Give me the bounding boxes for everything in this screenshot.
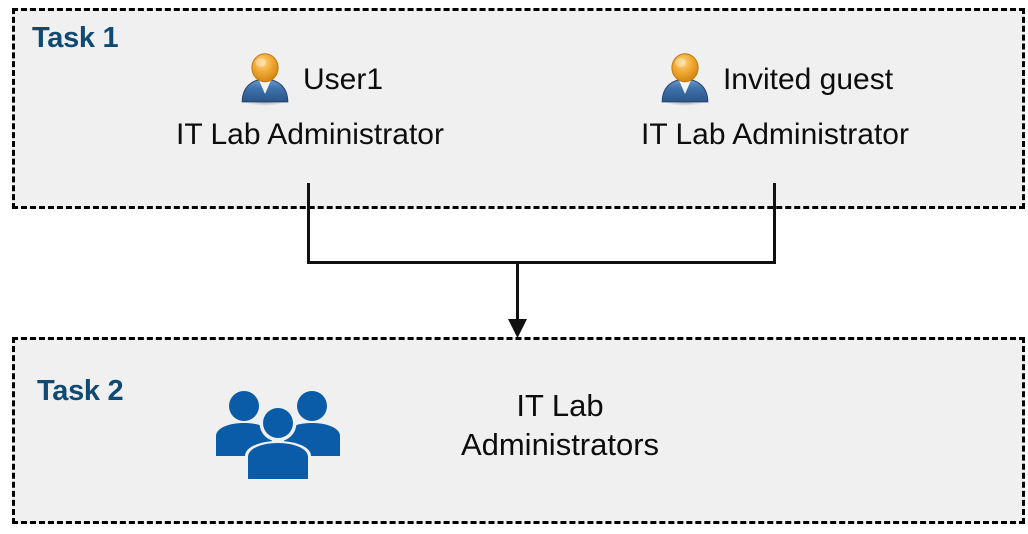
person-identity-row: Invited guest [657,52,893,108]
person-block-invited-guest: Invited guest IT Lab Administrator [595,52,955,150]
group-name-line-1: IT Lab [516,388,604,423]
down-arrow-icon [508,319,527,338]
task-2-label: Task 2 [37,375,124,407]
person-identity-row: User1 [237,52,383,108]
person-block-user1: User1 IT Lab Administrator [130,52,490,150]
people-group-icon [216,391,340,479]
task-1-panel [12,8,1025,209]
person-name: Invited guest [722,63,894,96]
group-name: IT Lab Administrators [380,386,740,465]
person-name: User1 [302,63,384,96]
group-name-line-2: Administrators [460,427,660,463]
person-role: IT Lab Administrator [176,118,444,151]
group-icon-container [212,386,344,482]
user-icon [661,53,709,106]
task-1-label: Task 1 [32,22,119,54]
task-2-panel [12,337,1025,524]
user-icon [241,53,289,106]
person-role: IT Lab Administrator [641,118,909,151]
